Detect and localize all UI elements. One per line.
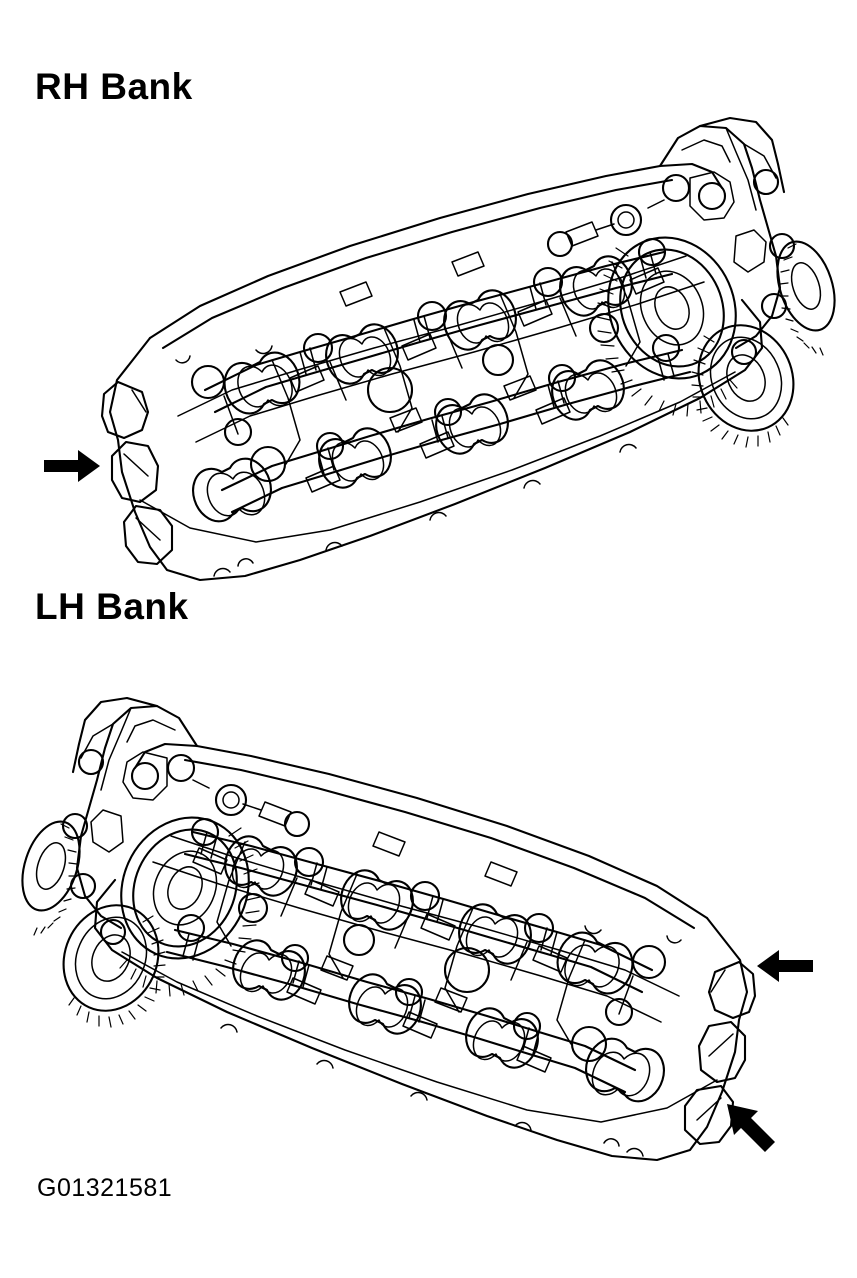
rh-top-bolt-bosses [546, 173, 691, 258]
rh-cam-bay-webs [223, 261, 641, 465]
lh-drive-gear [21, 820, 81, 936]
rh-timing-sprocket-lower [691, 324, 795, 448]
rh-timing-sprocket-upper [596, 236, 738, 417]
lh-timing-cover [61, 696, 199, 946]
rh-valve-buckets [339, 221, 599, 433]
rh-cap-blocks [289, 267, 665, 493]
rh-spark-plug-tube-rail [100, 380, 174, 566]
lh-arrow-upper [757, 950, 813, 982]
lh-valve-buckets [258, 801, 518, 1013]
rh-bank-figure [44, 116, 836, 582]
lh-cap-blocks [192, 847, 568, 1073]
lh-timing-sprocket-upper [119, 816, 261, 997]
lh-cam-bay-webs [216, 841, 634, 1045]
lh-camshaft-intake [183, 830, 654, 995]
rh-bank-label: RH Bank [35, 66, 193, 107]
rh-drive-gear [776, 240, 836, 356]
figure-id-caption: G01321581 [37, 1174, 173, 1202]
rh-head-flange-notches [175, 345, 637, 577]
lh-camshaft-exhaust [165, 928, 665, 1103]
lh-top-bolt-bosses [166, 753, 311, 838]
rh-arrow-upper [44, 450, 100, 482]
lh-head-assembly [21, 696, 757, 1162]
lh-timing-sprocket-lower [62, 904, 166, 1028]
lh-bank-figure [21, 696, 813, 1162]
rh-camshaft-intake [203, 250, 674, 415]
lh-head-flange-notches [220, 925, 682, 1157]
rh-camshaft-exhaust [192, 348, 692, 523]
rh-timing-cover [658, 116, 796, 366]
lh-bank-label: LH Bank [35, 586, 189, 627]
rh-head-assembly [100, 116, 836, 582]
lh-arrow-lower [727, 1104, 775, 1152]
rh-bearing-caps [190, 237, 681, 483]
